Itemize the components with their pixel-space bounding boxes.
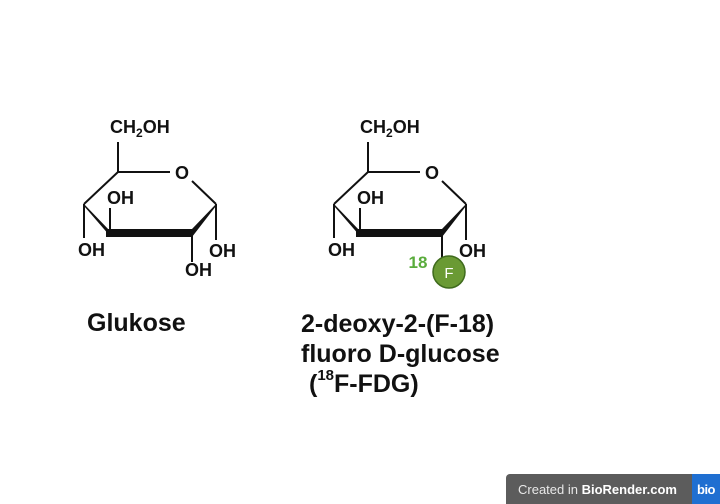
fdg-caption-line2: fluoro D-glucose — [301, 340, 500, 368]
fluorine-label: F — [444, 265, 453, 282]
fdg-ring-oxygen: O — [425, 163, 439, 183]
glucose-oh-c2-down: OH — [185, 260, 212, 280]
glucose-ch2-text: CH — [110, 117, 136, 137]
glucose-structure: CH2OH O OH OH OH OH — [78, 117, 236, 280]
glucose-ring-o-c1-bond — [191, 180, 217, 205]
glucose-oh-c1: OH — [209, 241, 236, 261]
fdg-ring-c5-c4-bond — [333, 171, 369, 205]
fdg-ring-o-c1-bond — [441, 180, 467, 205]
glucose-wedge-right — [192, 204, 216, 237]
isotope-mass-label: 18 — [409, 253, 428, 272]
glucose-ring-oxygen: O — [175, 163, 189, 183]
fdg-wedge-left — [334, 204, 360, 236]
fdg-caption: 2-deoxy-2-(F-18) fluoro D-glucose (18F-F… — [301, 309, 500, 399]
fdg-bold-front-bond — [356, 229, 442, 237]
fdg-caption-line3: (18F-FDG) — [309, 366, 419, 398]
biorender-logo-icon: bio — [692, 474, 720, 504]
fdg-ch2oh-label: CH2OH — [360, 117, 420, 140]
glucose-wedge-left — [84, 204, 110, 236]
glucose-oh-c4: OH — [78, 240, 105, 260]
glucose-ch2oh-label: CH2OH — [110, 117, 170, 140]
fdg-caption-line1: 2-deoxy-2-(F-18) — [301, 310, 495, 338]
biorender-watermark[interactable]: Created in BioRender.com bio — [506, 474, 720, 504]
watermark-text: Created in BioRender.com — [518, 481, 677, 497]
fdg-oh-c3-inner: OH — [357, 188, 384, 208]
glucose-caption: Glukose — [87, 309, 186, 337]
glucose-oh-c3-inner: OH — [107, 188, 134, 208]
fdg-oh-c1: OH — [459, 241, 486, 261]
fdg-wedge-right — [442, 204, 466, 237]
fdg-oh-c4: OH — [328, 240, 355, 260]
fluorine-atom-circle — [432, 255, 466, 289]
glucose-bold-front-bond — [106, 229, 192, 237]
fdg-structure: CH2OH O OH OH F 18 OH — [328, 117, 486, 289]
glucose-ring-c5-c4-bond — [83, 171, 119, 205]
